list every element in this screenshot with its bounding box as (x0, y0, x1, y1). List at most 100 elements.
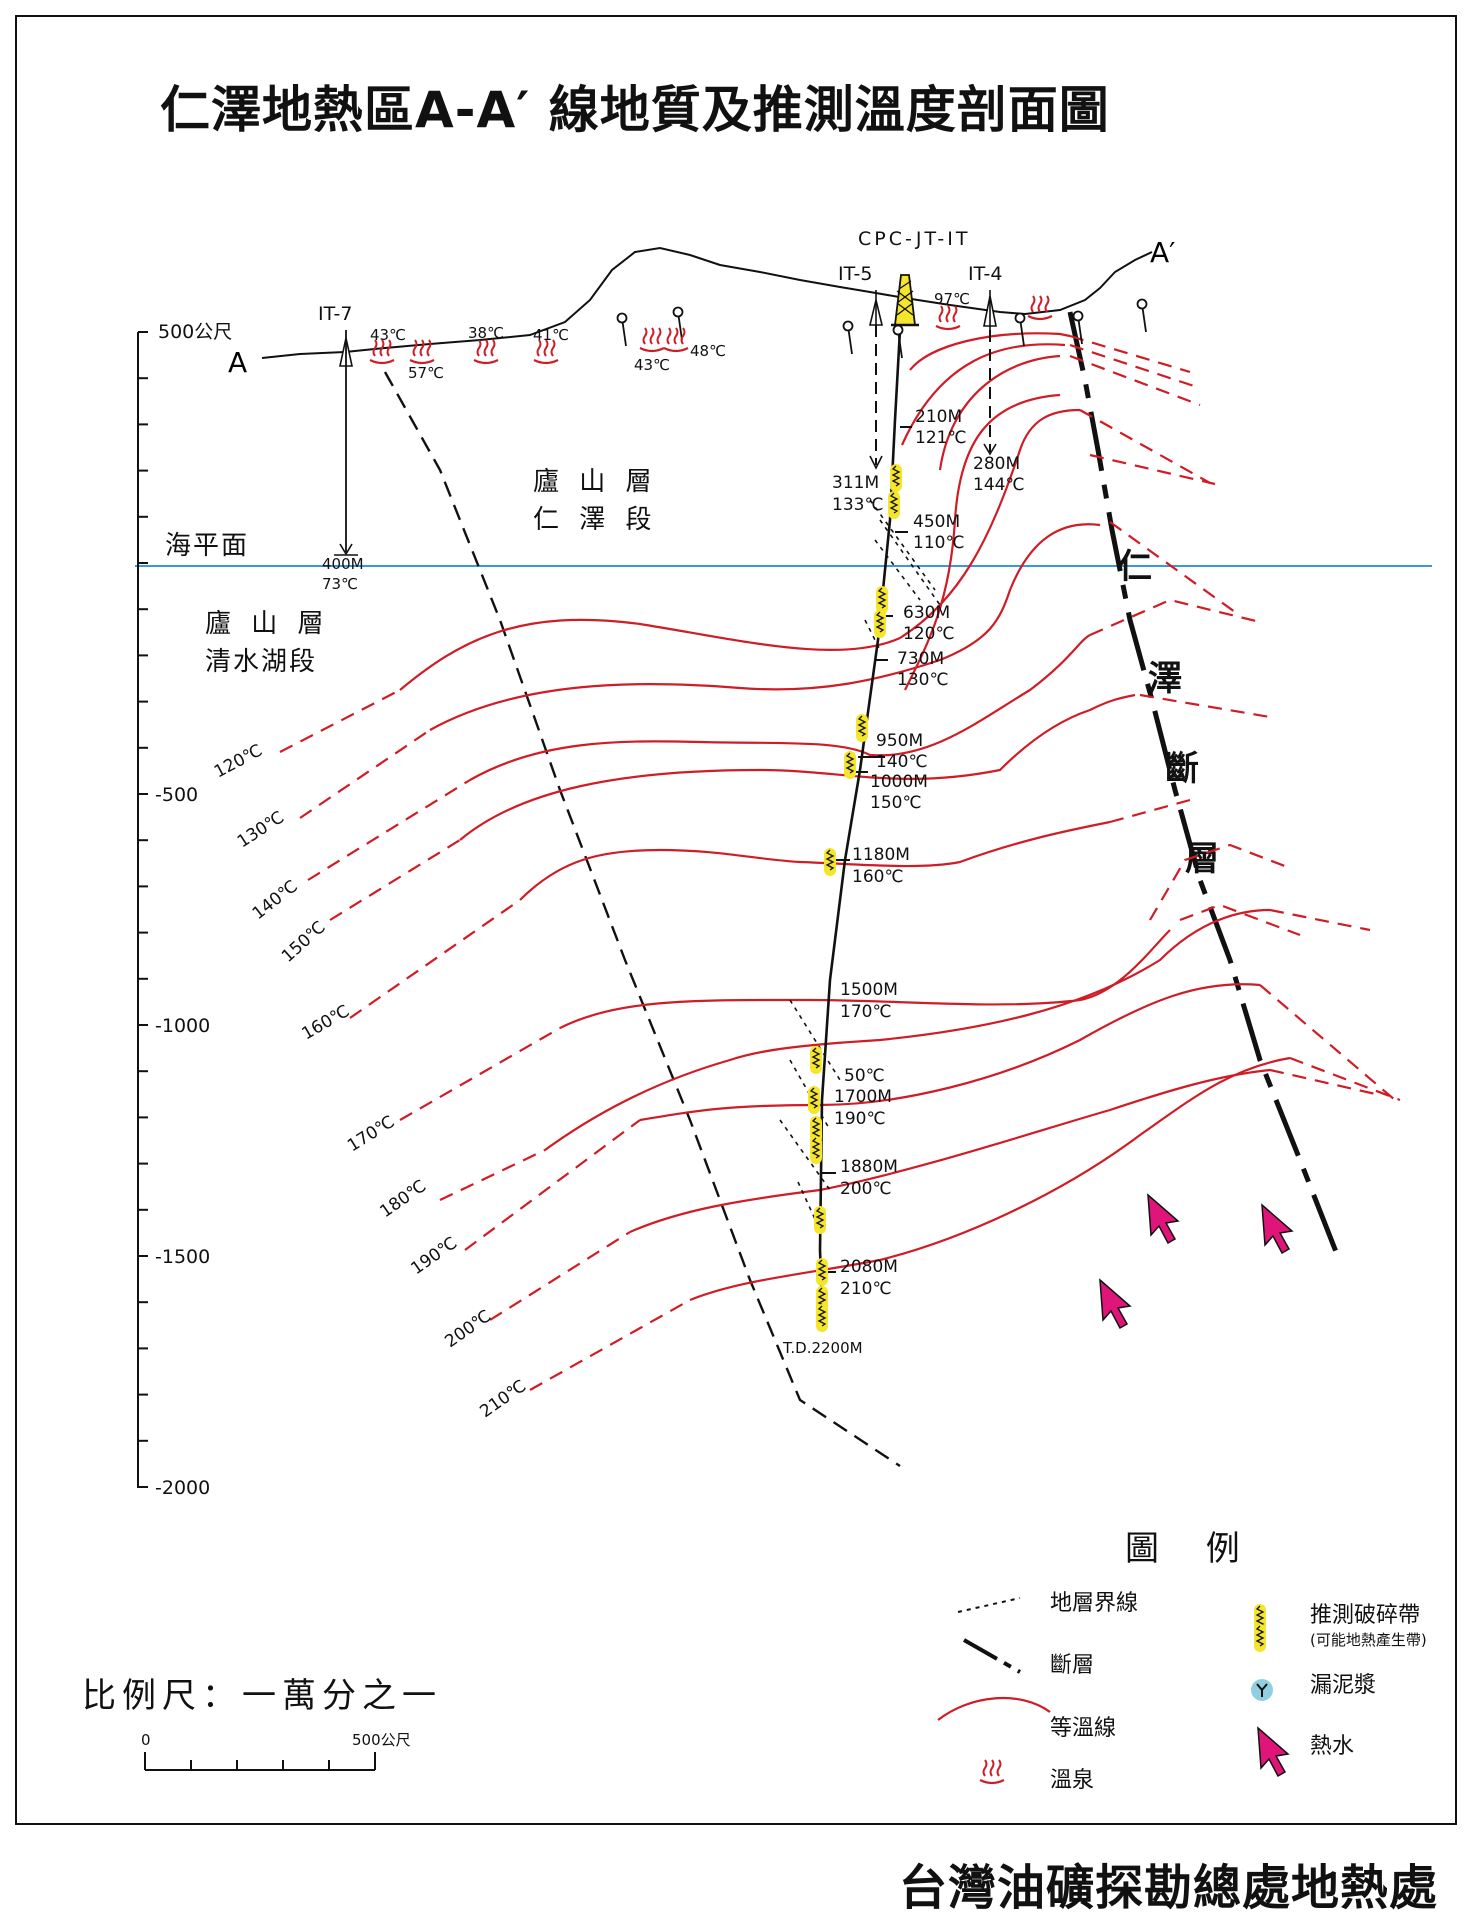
survey-pin-icon (672, 306, 684, 341)
axis-tick-label: -500 (155, 784, 198, 806)
isotherm-label: 120℃ (211, 741, 266, 783)
well-temp: 190℃ (834, 1109, 886, 1129)
well-depth: 1180M (852, 845, 910, 865)
well-depth: 1000M (870, 772, 928, 792)
it7-label: IT-7 (318, 303, 352, 325)
isotherm-label: 140℃ (249, 876, 302, 923)
hot-water-arrow-icon (1099, 1279, 1131, 1329)
total-depth: T.D.2200M (782, 1339, 863, 1357)
well-temp: 110℃ (913, 533, 965, 553)
well-depth: 1880M (840, 1157, 898, 1177)
renze-fault (1067, 311, 1343, 1263)
legend-isotherm: 等溫線 (1050, 1716, 1116, 1741)
formation-name: 廬 山 層 (533, 467, 658, 497)
axis-tick-label: -1000 (155, 1015, 210, 1037)
legend-fracture-note: (可能地熱產生帶) (1310, 1631, 1427, 1649)
spring-temp: 48℃ (690, 342, 726, 360)
legend-mud-loss: 漏泥漿 (1310, 1673, 1376, 1698)
isotherm-label: 190℃ (407, 1233, 461, 1279)
fracture-zones (807, 463, 903, 1333)
well-depth: 730M (897, 649, 944, 669)
well-temp: 200℃ (840, 1179, 892, 1199)
survey-pin-icon (842, 320, 854, 355)
section-end-a: A (228, 346, 247, 379)
hot-water-arrow-icon (1257, 1727, 1289, 1777)
survey-pin-icon (1014, 312, 1026, 347)
formation-member: 清水湖段 (205, 647, 317, 677)
isotherm-label: 160℃ (299, 1001, 354, 1044)
legend-fracture: 推測破碎帶 (1310, 1603, 1420, 1628)
it5-depth: 311M (832, 473, 879, 493)
main-well-readings: 210M 121℃ 450M 110℃ 630M 120℃ 730M 130℃ … (782, 407, 967, 1357)
it7-depth: 400M (322, 555, 364, 573)
sea-level-label: 海平面 (165, 531, 249, 561)
well-temp: 121℃ (915, 428, 967, 448)
scale-end: 500公尺 (352, 1731, 411, 1749)
spring-temp: 97℃ (934, 290, 970, 308)
spring-temp: 41℃ (533, 326, 569, 344)
legend-hot-spring: 溫泉 (1050, 1768, 1094, 1793)
hot-water-arrow-icon (1261, 1204, 1293, 1254)
hot-spring-icon (638, 326, 666, 353)
it4-well (983, 290, 997, 456)
well-depth: 1700M (834, 1087, 892, 1107)
hot-spring-icon (934, 304, 962, 331)
well-depth: 1500M (840, 980, 898, 1000)
topography-line (261, 246, 1153, 359)
legend-hot-water: 熱水 (1310, 1734, 1354, 1759)
axis-tick-label: -1500 (155, 1246, 210, 1268)
well-depth: 2080M (840, 1257, 898, 1277)
it4-temp: 144℃ (973, 475, 1025, 495)
hot-spring-icon (472, 338, 500, 365)
it5-temp: 133℃ (832, 495, 884, 515)
cpc-well-label: CPC-JT-IT (858, 228, 970, 250)
formation-boundary (383, 371, 901, 1468)
legend: 圖 例 地層界線 斷層 等溫線 溫泉 推測破碎帶 (可能地熱產生帶) 漏泥漿 熱… (937, 1529, 1427, 1793)
it4-depth: 280M (973, 454, 1020, 474)
fault-name-char: 斷 (1165, 749, 1199, 789)
it7-temp: 73℃ (322, 575, 358, 593)
spring-temp: 38℃ (468, 324, 504, 342)
well-temp: 160℃ (852, 867, 904, 887)
well-temp: 210℃ (840, 1279, 892, 1299)
well-temp: 130℃ (897, 670, 949, 690)
hot-spring-icon (1026, 294, 1054, 321)
isotherm-label: 180℃ (376, 1176, 430, 1222)
axis-tick-label: -2000 (155, 1477, 210, 1499)
spring-temp: 43℃ (634, 356, 670, 374)
fracture-zone-icon (1253, 1623, 1267, 1653)
scale-label: 比例尺：一萬分之一 (82, 1676, 442, 1716)
isotherm-label: 210℃ (476, 1376, 530, 1422)
organization-name: 台灣油礦探勘總處地熱處 (898, 1860, 1438, 1916)
isotherm-label: 150℃ (278, 917, 330, 966)
well-depth: 450M (913, 512, 960, 532)
formation-name: 廬 山 層 (205, 609, 330, 639)
spring-temp: 57℃ (408, 364, 444, 382)
isotherm-label: 130℃ (234, 807, 288, 852)
it7-well (334, 330, 358, 556)
well-temp: 120℃ (903, 624, 955, 644)
it4-label: IT-4 (968, 263, 1002, 285)
it5-well (868, 290, 884, 470)
hot-water-arrow-icon (1147, 1194, 1179, 1244)
scale-bar: 0 500公尺 (141, 1731, 411, 1771)
hot-spring-icon (978, 1758, 1006, 1785)
drilling-rig-icon (891, 274, 919, 327)
well-temp: 150℃ (870, 793, 922, 813)
scale-start: 0 (141, 1731, 151, 1749)
survey-pin-icon (1136, 298, 1148, 333)
hot-spring-icon (662, 326, 690, 353)
depth-axis: 500公尺 -500 -1000 -1500 -2000 (137, 321, 232, 1499)
hot-spring-icon (408, 338, 436, 365)
section-end-a-prime: A′ (1150, 236, 1176, 269)
map-frame (15, 15, 1457, 1825)
well-temp-extra: 50℃ (844, 1066, 885, 1086)
legend-boundary: 地層界線 (1050, 1591, 1138, 1616)
fault-name-char: 澤 (1148, 659, 1182, 699)
legend-fault: 斷層 (1050, 1653, 1094, 1678)
spring-temp: 43℃ (370, 326, 406, 344)
legend-title: 圖 例 (1125, 1529, 1258, 1569)
fault-name-char: 仁 (1118, 547, 1152, 587)
formation-member: 仁 澤 段 (533, 505, 658, 535)
